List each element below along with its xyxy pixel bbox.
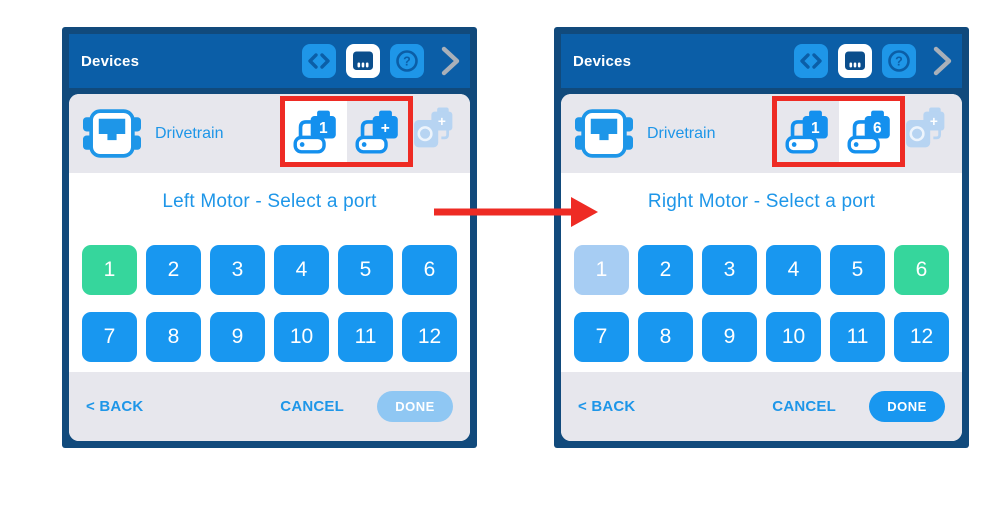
port-button-12[interactable]: 12 [894,312,949,362]
code-icon [794,44,828,78]
help-button[interactable] [882,44,916,78]
dialog-footer: < BACK CANCEL DONE [69,372,470,441]
devices-header: Devices [69,34,470,88]
gyro-tab-disabled: + [412,105,456,153]
gyro-icon: + [413,107,455,152]
device-name-label: Drivetrain [155,124,224,142]
motor-icon: 1 [292,108,339,155]
devices-title: Devices [573,52,632,70]
devices-view-button[interactable] [346,44,380,78]
right-motor-tab[interactable]: 6 [838,101,900,162]
chevron-right-icon [932,46,954,76]
brain-icon [346,44,380,78]
port-button-4[interactable]: 4 [766,245,821,295]
port-button-12[interactable]: 12 [402,312,457,362]
port-button-5[interactable]: 5 [338,245,393,295]
drivetrain-row: Drivetrain 1 + [69,94,470,173]
code-view-button[interactable] [794,44,828,78]
dialog-footer: < BACK CANCEL DONE [561,372,962,441]
motor-port-badge: 6 [873,120,882,137]
left-motor-tab[interactable]: 1 [777,101,839,162]
collapse-panel-button[interactable] [440,46,462,76]
motor-port-badge: 1 [811,120,820,137]
help-icon [882,44,916,78]
port-button-8[interactable]: 8 [638,312,693,362]
header-toolbar [794,44,954,78]
port-select-title: Right Motor - Select a port [647,191,876,212]
drivetrain-icon [83,109,141,158]
device-config-panel-left: Devices Drivetrain [62,27,477,448]
left-motor-tab[interactable]: 1 [285,101,347,162]
gyro-badge: + [438,113,446,128]
port-button-2[interactable]: 2 [146,245,201,295]
port-button-6[interactable]: 6 [402,245,457,295]
port-button-6[interactable]: 6 [894,245,949,295]
port-button-9[interactable]: 9 [210,312,265,362]
drivetrain-row: Drivetrain 1 6 [561,94,962,173]
header-toolbar [302,44,462,78]
gyro-icon: + [905,107,947,152]
port-button-10[interactable]: 10 [274,312,329,362]
devices-view-button[interactable] [838,44,872,78]
gyro-badge: + [930,113,938,128]
motor-port-badge: 1 [319,120,328,137]
brain-icon [838,44,872,78]
port-select-title: Left Motor - Select a port [162,191,377,212]
port-button-9[interactable]: 9 [702,312,757,362]
help-button[interactable] [390,44,424,78]
device-setup-card: Drivetrain 1 6 [561,94,962,441]
back-button[interactable]: < BACK [86,398,144,415]
highlight-red-box: 1 6 [772,96,905,167]
chevron-right-icon [440,46,462,76]
port-button-11[interactable]: 11 [830,312,885,362]
motor-icon: + [354,108,401,155]
port-button-8[interactable]: 8 [146,312,201,362]
port-button-3[interactable]: 3 [210,245,265,295]
port-button-1[interactable]: 1 [82,245,137,295]
port-button-7[interactable]: 7 [82,312,137,362]
right-motor-tab[interactable]: + [347,101,409,162]
port-button-11[interactable]: 11 [338,312,393,362]
motor-port-badge: + [381,120,390,137]
device-config-panel-right: Devices Drivetrain [554,27,969,448]
port-button-7[interactable]: 7 [574,312,629,362]
done-button[interactable]: DONE [377,391,453,422]
port-button-5[interactable]: 5 [830,245,885,295]
cancel-button[interactable]: CANCEL [772,398,836,415]
code-view-button[interactable] [302,44,336,78]
port-button-1: 1 [574,245,629,295]
motor-icon: 1 [784,108,831,155]
motor-icon: 6 [846,108,893,155]
port-button-2[interactable]: 2 [638,245,693,295]
devices-title: Devices [81,52,140,70]
device-setup-card: Drivetrain 1 + [69,94,470,441]
port-button-3[interactable]: 3 [702,245,757,295]
highlight-red-box: 1 + [280,96,413,167]
cancel-button[interactable]: CANCEL [280,398,344,415]
code-icon [302,44,336,78]
drivetrain-icon [575,109,633,158]
collapse-panel-button[interactable] [932,46,954,76]
devices-header: Devices [561,34,962,88]
gyro-tab-disabled: + [904,105,948,153]
done-button[interactable]: DONE [869,391,945,422]
back-button[interactable]: < BACK [578,398,636,415]
device-name-label: Drivetrain [647,124,716,142]
port-button-4[interactable]: 4 [274,245,329,295]
help-icon [390,44,424,78]
port-button-10[interactable]: 10 [766,312,821,362]
